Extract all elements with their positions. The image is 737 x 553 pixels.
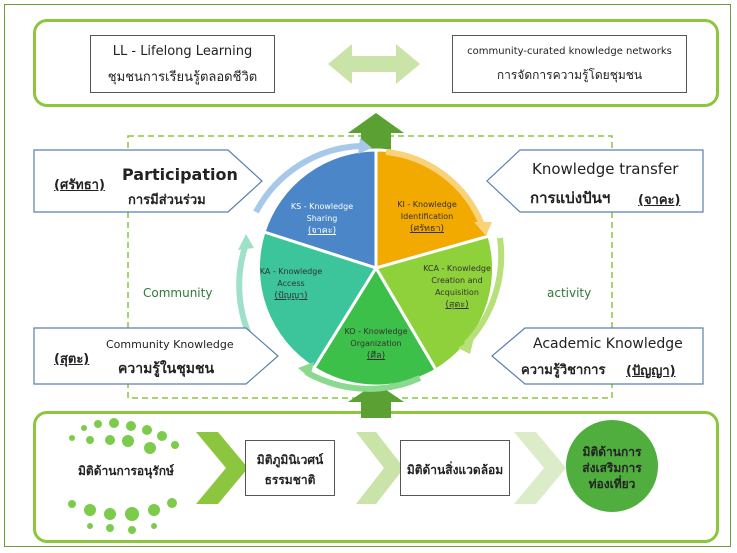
callout-participation-shape [33,149,263,213]
ring-arrowhead-ka [238,234,254,250]
dots-cluster-icon [68,418,179,534]
ko-line2: Organization [350,339,402,348]
ring-arc-ks [253,143,361,214]
tourism-line3: ท่องเที่ยว [588,477,636,491]
chevron-1-icon [196,432,248,504]
kca-tag: (สุตะ) [445,300,469,310]
double-arrow-icon [328,44,420,84]
geo-ecology-line2: ธรรมชาติ [264,473,316,487]
ki-label: KI - Knowledge Identification (ศรัทธา) [390,199,464,235]
ring-arrowhead-ks [358,138,372,154]
community-th: ความรู้ในชุมชน [118,361,215,377]
ko-tag: (ศีล) [366,351,386,361]
participation-th: การมีส่วนร่วม [128,193,206,208]
academic-en: Academic Knowledge [533,336,683,352]
callout-academic-shape [491,327,704,385]
callout-transfer-shape [486,149,704,213]
tourism-label: มิติด้านการ ส่งเสริมการ ท่องเที่ยว [572,444,652,492]
ki-line2: Identification [400,212,454,221]
ring-arc-ki [385,149,485,227]
ring-arrowhead-ko [298,362,314,378]
outer-frame [4,4,731,547]
transfer-th: การแบ่งปันฯ [530,189,611,207]
activity-side-label: activity [547,286,592,300]
lifelong-learning-box: LL - Lifelong Learning ชุมชนการเรียนรู้ต… [90,35,275,93]
chevron-3-icon [514,432,566,504]
kca-line2: Creation and [431,276,483,285]
ring-arrowhead-kca [458,338,474,354]
kca-label: KCA - Knowledge Creation and Acquisition… [415,263,499,311]
kca-line3: Acquisition [435,288,479,297]
ki-tag: (ศรัทธา) [409,224,445,234]
participation-en: Participation [122,165,238,184]
community-side-label: Community [143,286,213,300]
ka-line2: Access [277,279,305,288]
ka-label: KA - Knowledge Access (ปัญญา) [253,266,329,302]
academic-tag: (ปัญญา) [626,364,676,379]
up-arrow-bottom-icon [348,383,404,418]
callout-community-shape [33,327,279,385]
participation-tag: (ศรัทธา) [54,178,105,193]
tourism-line2: ส่งเสริมการ [582,461,642,475]
ko-line1: KO - Knowledge [344,327,408,336]
ks-label: KS - Knowledge Sharing (จาคะ) [286,201,358,237]
geo-ecology-box: มิติภูมินิเวศน์ ธรรมชาติ [245,440,335,496]
kca-line1: KCA - Knowledge [423,264,491,273]
knowledge-networks-en: community-curated knowledge networks [467,46,672,57]
conservation-label: มิติด้านการอนุรักษ์ [78,464,174,478]
ko-label: KO - Knowledge Organization (ศีล) [334,326,418,362]
academic-th: ความรู้วิชาการ [521,363,606,378]
lifelong-learning-th: ชุมชนการเรียนรู้ตลอดชีวิต [107,70,258,85]
lifelong-learning-en: LL - Lifelong Learning [112,44,253,59]
environment-label: มิติด้านสิ่งแวดล้อม [406,463,504,477]
community-tag: (สุตะ) [54,352,90,367]
ring-arc-ko [304,369,422,392]
transfer-tag: (จาคะ) [638,193,681,208]
tourism-circle [566,420,658,512]
environment-box: มิติด้านสิ่งแวดล้อม [400,440,510,496]
ks-line1: KS - Knowledge [290,202,354,211]
ks-tag: (จาคะ) [307,226,337,236]
knowledge-networks-box: community-curated knowledge networks การ… [452,35,687,93]
ki-line1: KI - Knowledge [397,200,457,209]
ks-line2: Sharing [306,214,338,223]
tourism-line1: มิติด้านการ [582,445,642,459]
knowledge-networks-th: การจัดการความรู้โดยชุมชน [496,68,643,82]
transfer-en: Knowledge transfer [532,160,679,178]
chevron-2-icon [356,432,404,504]
community-en: Community Knowledge [106,338,234,351]
ka-tag: (ปัญญา) [274,291,308,301]
ring-arc-kca [463,237,505,347]
wedge-ka [256,230,379,371]
ring-arrowhead-ki [474,222,492,236]
geo-ecology-line1: มิติภูมินิเวศน์ [256,453,324,467]
ka-line1: KA - Knowledge [259,267,323,276]
